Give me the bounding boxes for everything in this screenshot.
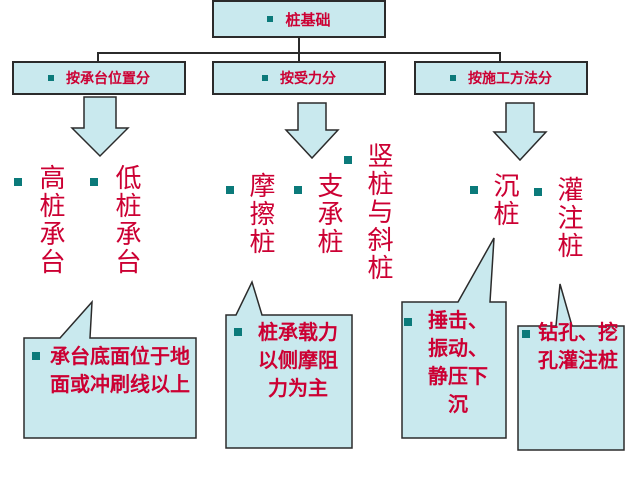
note-sink: 捶击、振动、静压下沉	[428, 308, 488, 416]
bullet-icon	[48, 75, 54, 81]
bullet-icon	[32, 352, 40, 360]
root-box: 桩基础	[212, 0, 386, 38]
callout-pour	[517, 283, 625, 451]
branch-line-1	[97, 52, 99, 62]
bullet-icon	[226, 186, 234, 194]
arrow-down-icon	[492, 102, 548, 162]
bullet-icon	[90, 178, 98, 186]
arrow-down-icon	[284, 102, 340, 160]
label-bearing-pile: 支承桩	[313, 172, 343, 256]
label-sink-pile: 沉桩	[489, 172, 519, 228]
callout-sink	[401, 237, 507, 439]
bullet-icon	[534, 188, 542, 196]
bullet-icon	[294, 186, 302, 194]
branch-label: 按承台位置分	[66, 71, 150, 87]
branch-label: 按受力分	[280, 71, 336, 87]
branch-box-force: 按受力分	[212, 61, 386, 95]
bullet-icon	[267, 16, 274, 22]
callout-friction	[225, 279, 353, 449]
bullet-icon	[262, 75, 268, 81]
bullet-icon	[404, 318, 412, 326]
label-low-pile: 低桩承台	[111, 164, 141, 276]
callout-platform	[23, 299, 197, 439]
branch-line-2	[298, 52, 300, 62]
branch-box-construction: 按施工方法分	[414, 61, 588, 95]
note-pour: 钻孔、挖孔灌注桩	[538, 320, 618, 372]
branch-line-3	[499, 52, 501, 62]
label-vertical-pile: 竖桩与斜桩	[363, 142, 393, 282]
label-pour-pile: 灌注桩	[553, 176, 583, 260]
note-platform: 承台底面位于地面或冲刷线以上	[50, 344, 190, 396]
bullet-icon	[470, 186, 478, 194]
arrow-down-icon	[70, 96, 130, 158]
branch-label: 按施工方法分	[468, 71, 552, 87]
bullet-icon	[234, 328, 242, 336]
label-friction-pile: 摩擦桩	[245, 172, 275, 256]
root-down-line	[298, 37, 300, 53]
note-friction: 桩承载力以侧摩阻力为主	[258, 320, 338, 400]
label-high-pile: 高桩承台	[35, 164, 65, 276]
bullet-icon	[344, 156, 352, 164]
branch-box-position: 按承台位置分	[12, 61, 186, 95]
bullet-icon	[450, 75, 456, 81]
bullet-icon	[14, 178, 22, 186]
root-label: 桩基础	[285, 10, 331, 29]
bullet-icon	[522, 330, 530, 338]
